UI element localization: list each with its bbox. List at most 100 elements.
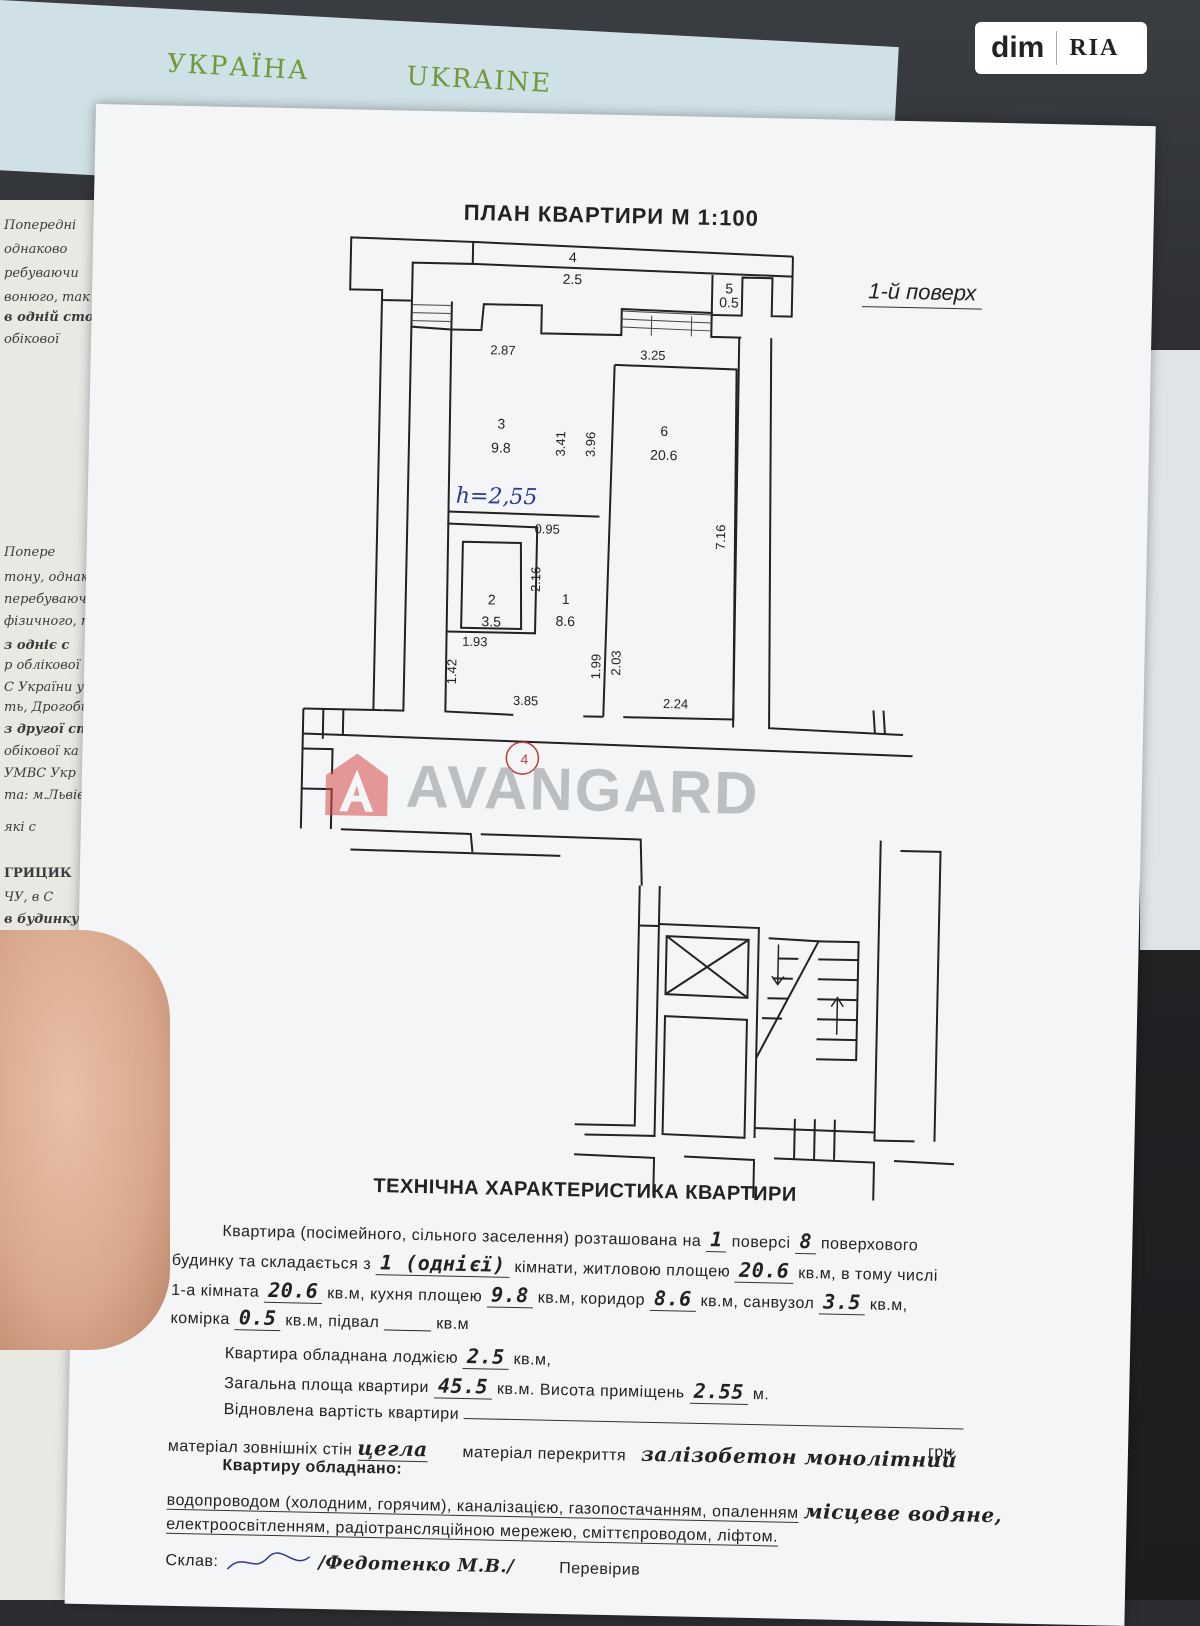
loggia-area-value: 2.5 (462, 1343, 509, 1370)
dim-label: 2.16 (528, 567, 544, 593)
entrance-circle (505, 741, 540, 775)
spec-text: кв.м, кухня площею (327, 1285, 483, 1306)
walls-material-value: цегла (357, 1435, 428, 1463)
spec-text: поверхового (820, 1235, 919, 1255)
spec-text: Загальна площа квартири (224, 1374, 430, 1397)
dim-label: 1.93 (462, 634, 488, 650)
basement-value: _____ (384, 1314, 432, 1333)
holding-hand (0, 930, 170, 1350)
room-6-number: 6 (660, 423, 668, 439)
bathroom-area-value: 3.5 (819, 1289, 866, 1316)
spec-text: кімнати, житловою площею (514, 1259, 731, 1281)
closet-area-value: 0.5 (234, 1305, 281, 1332)
room-2-number: 2 (488, 591, 496, 607)
room-1-number: 1 (562, 591, 570, 607)
dimria-badge: dim RIA (975, 22, 1147, 74)
stair-arrows (771, 944, 844, 1035)
room-3-area: 9.8 (491, 439, 511, 455)
living-area-value: 20.6 (734, 1257, 794, 1284)
side-doc-line: які с (4, 820, 36, 835)
total-area-value: 45.5 (433, 1373, 493, 1400)
room-1-area: 8.6 (555, 613, 575, 629)
spec-line-5: Квартира обладнана лоджією 2.5 кв.м, (225, 1339, 552, 1370)
side-doc-line: обікової ка (4, 744, 79, 759)
room-6-area: 20.6 (650, 447, 678, 464)
room-5-area: 0.5 (719, 294, 739, 310)
spec-text: м. (752, 1386, 770, 1404)
spec-line-4: комірка 0.5 кв.м, підвал _____ кв.м (170, 1304, 469, 1334)
ukraine-cover-label-en: UKRAINE (405, 61, 553, 99)
floor-plan-sheet: ПЛАН КВАРТИРИ М 1:100 1-й поверх (64, 104, 1156, 1626)
side-doc-line: в одній сто (4, 310, 94, 325)
entrance-mark: 4 (520, 751, 528, 767)
side-doc-line: перебуваючи (4, 592, 95, 607)
side-doc-line: обікової (4, 332, 60, 347)
ukraine-cover-label: УКРАЇНА (166, 48, 311, 87)
dim-label: 3.25 (640, 347, 666, 363)
dim-label: 0.95 (534, 521, 560, 537)
spec-text: Склав: (165, 1552, 219, 1571)
author-name: /Федотенко М.В./ (318, 1552, 515, 1578)
side-doc-line: однаково (4, 242, 68, 257)
spec-line-9: Квартиру обладнано: (222, 1456, 403, 1478)
ceiling-height-value: 2.55 (689, 1378, 749, 1405)
avangard-watermark: AVANGARD (321, 749, 760, 828)
dim-label: 2.24 (663, 696, 689, 712)
spec-text: будинку та складається з (171, 1251, 372, 1274)
side-doc-line: в будинку (4, 912, 79, 927)
room1-area-value: 20.6 (263, 1277, 323, 1304)
rooms-count-value: 1 (однієї) (375, 1250, 510, 1278)
dim-label: 3.85 (513, 693, 539, 709)
dimension-labels: 2.87 3.25 3.41 3.96 7.16 0.95 2.16 1.93 … (444, 342, 729, 712)
side-doc-line: Попере (4, 545, 56, 560)
storeys-value: 8 (795, 1228, 817, 1255)
spec-line-12: Склав: /Федотенко М.В./ Перевірив (165, 1548, 640, 1584)
dim-label: 3.41 (553, 431, 569, 457)
signature-mark (226, 1552, 310, 1570)
ceiling-height-note: h=2,55 (455, 483, 538, 511)
dim-label: 2.87 (490, 342, 516, 358)
side-doc-line: та: м.Львів, в (4, 788, 101, 803)
side-doc-line: з другої сто (4, 722, 99, 737)
spec-text: кв.м (436, 1315, 470, 1334)
side-doc-line: УМВС Укр (4, 766, 76, 781)
heating-value: місцеве водяне, (803, 1499, 1003, 1528)
spec-text: матеріал зовнішніх стін (167, 1437, 353, 1459)
side-doc-line: фізичного, то (4, 614, 102, 629)
spec-text: кв.м. Висота приміщень (496, 1380, 685, 1402)
avangard-logo-icon (325, 753, 388, 817)
dim-label: 7.16 (713, 524, 729, 550)
ceiling-material-value: залізобетон монолітний (640, 1441, 957, 1473)
room-4-number: 4 (569, 249, 577, 265)
dim-label: 1.42 (444, 659, 460, 685)
spec-line-7: Відновлена вартість квартири (223, 1399, 965, 1435)
spec-text: Квартира обладнана лоджією (224, 1344, 459, 1367)
side-doc-line: С України у (4, 680, 85, 695)
spec-text: комірка (170, 1309, 231, 1329)
side-doc-line: ребуваючи (4, 266, 79, 281)
avangard-watermark-text: AVANGARD (405, 752, 761, 827)
spec-text: кв.м, підвал (285, 1312, 380, 1332)
side-doc-line: р облікової (4, 658, 80, 673)
kitchen-area-value: 9.8 (486, 1282, 534, 1309)
room-4-area: 2.5 (563, 271, 583, 287)
spec-text: кв.м, (869, 1296, 908, 1315)
spec-text: Відновлена вартість квартири (223, 1400, 460, 1423)
spec-text: Квартира (посімейного, сільного заселенн… (222, 1222, 702, 1250)
spec-text: поверсі (731, 1233, 791, 1252)
spec-text: Перевірив (558, 1560, 641, 1579)
side-doc-line: з одніє с (4, 638, 70, 653)
room-labels: 4 2.5 5 0.5 3 9.8 6 20.6 2 3.5 1 8.6 (481, 249, 739, 630)
spec-text: 1-а кімната (170, 1281, 260, 1301)
restored-cost-blank (463, 1403, 965, 1430)
plastic-sleeve (1140, 350, 1200, 950)
spec-line-6: Загальна площа квартири 45.5 кв.м. Висот… (224, 1369, 770, 1405)
room-2-area: 3.5 (481, 613, 501, 629)
room-5-number: 5 (725, 280, 733, 296)
room-3-number: 3 (497, 415, 505, 431)
side-doc-line: Попередні (4, 218, 77, 233)
dimria-dim-label: dim (975, 31, 1058, 65)
dimria-ria-label: RIA (1069, 34, 1120, 61)
dim-label: 2.03 (608, 650, 624, 676)
side-doc-line: ть, Дрогоби (4, 700, 90, 715)
